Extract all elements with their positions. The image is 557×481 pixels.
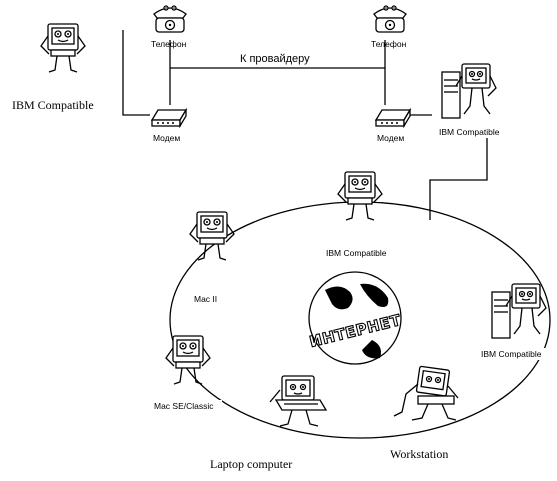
mac-classic-label: Mac SE/Classic xyxy=(154,401,214,411)
modem-icon xyxy=(151,109,187,127)
person-computer-icon xyxy=(337,171,383,221)
person-computer-icon xyxy=(40,23,86,73)
pc-to-ring-line xyxy=(429,138,488,220)
telephone-left-label: Телефон xyxy=(151,39,187,49)
tower-computer-icon xyxy=(491,283,547,339)
telephone-icon xyxy=(153,5,187,33)
ibm-compatible-top-left-label: IBM Compatible xyxy=(12,98,94,112)
person-computer-icon xyxy=(393,365,459,421)
ibm-compatible-top-right-label: IBM Compatible xyxy=(439,127,500,137)
person-computer-icon xyxy=(165,335,211,385)
tower-computer-icon xyxy=(441,63,497,119)
person-computer-icon xyxy=(189,211,235,261)
telephone-right-label: Телефон xyxy=(371,39,407,49)
provider-label: К провайдеру xyxy=(240,53,310,65)
laptop-character-icon xyxy=(269,375,328,427)
modem-icon xyxy=(375,109,411,127)
connection-lines xyxy=(122,30,488,220)
workstation-label: Workstation xyxy=(390,447,448,461)
ibm-compatible-ring-right-label: IBM Compatible xyxy=(481,349,542,359)
pc-to-modem-line-left xyxy=(122,30,150,116)
laptop-computer-label: Laptop computer xyxy=(210,457,292,471)
ibm-compatible-ring-top-label: IBM Compatible xyxy=(326,248,387,258)
mac-ii-label: Mac II xyxy=(194,294,217,304)
modem-left-label: Модем xyxy=(153,133,180,143)
globe-icon xyxy=(308,271,402,365)
telephone-icon xyxy=(373,5,407,33)
modem-right-label: Модем xyxy=(377,133,404,143)
